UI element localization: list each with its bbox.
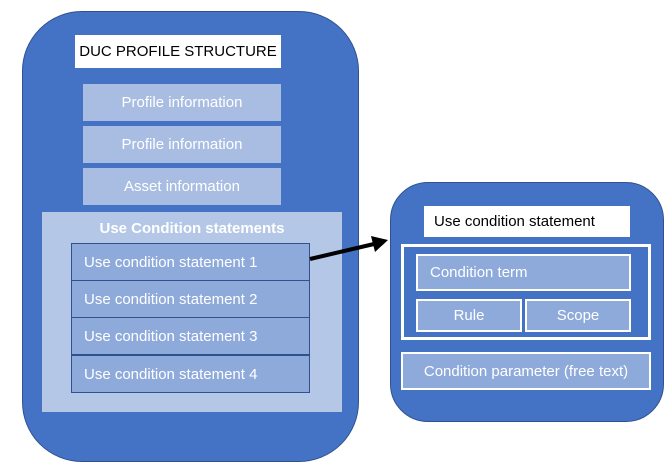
- use-condition-statement-2: Use condition statement 2: [71, 280, 310, 318]
- use-condition-statement-4: Use condition statement 4: [71, 355, 310, 393]
- profile-information-bar-1: Profile information: [83, 84, 281, 121]
- profile-title: DUC PROFILE STRUCTURE: [75, 35, 281, 68]
- profile-information-bar-2: Profile information: [83, 126, 281, 163]
- rule-box: Rule: [416, 299, 522, 332]
- condition-term-box: Condition term: [416, 254, 631, 291]
- scope-box: Scope: [525, 299, 631, 332]
- condition-group-frame: [401, 244, 651, 340]
- section-title: Use Condition statements: [99, 219, 285, 237]
- asset-information-bar: Asset information: [83, 168, 281, 205]
- use-condition-statement-1: Use condition statement 1: [71, 243, 310, 281]
- use-condition-statement-3: Use condition statement 3: [71, 317, 310, 355]
- detail-title: Use condition statement: [424, 206, 630, 237]
- condition-parameter-box: Condition parameter (free text): [401, 352, 651, 390]
- arrow-head: [371, 236, 388, 252]
